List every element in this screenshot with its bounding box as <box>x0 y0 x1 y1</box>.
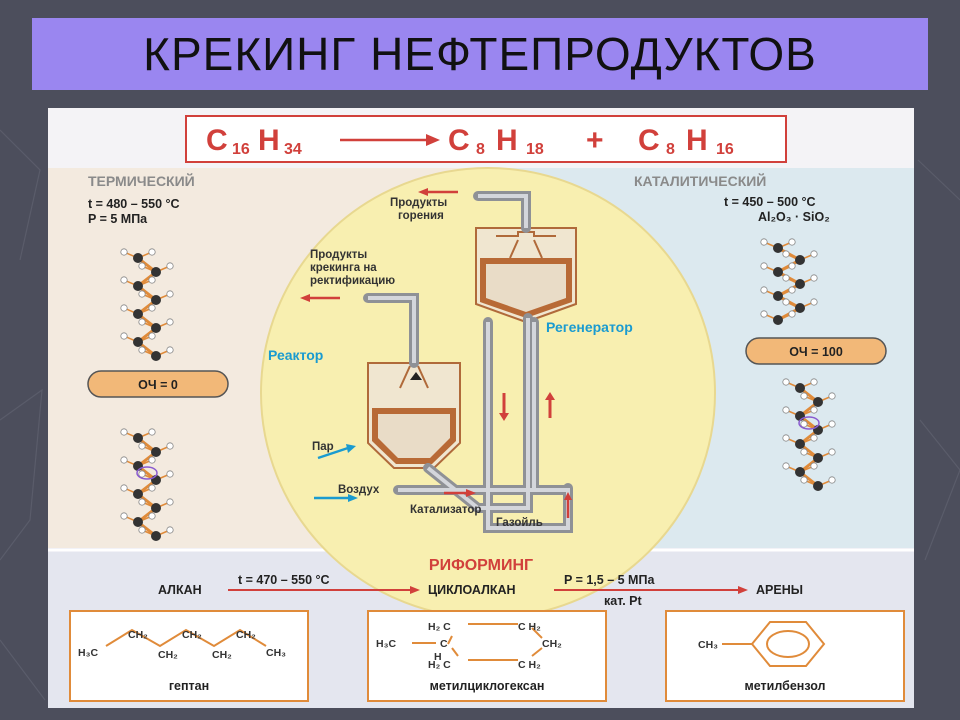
eq-reactant-sub2: 34 <box>284 141 302 158</box>
mch-h3c: H₃C <box>376 638 396 650</box>
octane-thermal: ОЧ = 0 <box>138 378 178 392</box>
methylcyclohexane-box <box>367 610 607 702</box>
heptane-name: гептан <box>169 679 209 693</box>
heptane-ch2-1: CH₂ <box>128 629 148 641</box>
mch-h2c-bottom: H₂ C <box>428 659 451 671</box>
reform-cond-2: P = 1,5 – 5 МПа <box>564 573 655 587</box>
diagram-panel: C 16 H 34 C 8 H 18 + C 8 H 16 ТЕРМИЧЕСКИ… <box>48 108 914 708</box>
heptane-ch2-3: CH₂ <box>182 629 202 641</box>
benzene-ring <box>750 621 826 667</box>
combustion-label-2: горения <box>398 210 444 222</box>
eq-reactant-c: C <box>206 124 228 157</box>
reform-cond-1: t = 470 – 550 °C <box>238 573 330 587</box>
slide-title: КРЕКИНГ НЕФТЕПРОДУКТОВ <box>143 28 817 80</box>
mch-h2c-top: H₂ C <box>428 621 451 633</box>
alkane-molecule-left-top <box>120 248 174 361</box>
products-label-1: Продукты <box>310 249 367 261</box>
toluene-ch3: CH₃ <box>698 639 718 651</box>
mch-ch2-right: CH₂ <box>542 638 562 650</box>
thermal-temp: t = 480 – 550 °C <box>88 197 180 211</box>
alkane-label: АЛКАН <box>158 583 202 597</box>
title-bar: КРЕКИНГ НЕФТЕПРОДУКТОВ <box>32 18 928 90</box>
gasoil-label: Газойль <box>496 517 543 529</box>
octane-pill-thermal <box>87 370 229 398</box>
reactor-label: Реактор <box>268 347 323 363</box>
eq-reactant-h: H <box>258 124 280 157</box>
eq-p2-sub2: 16 <box>716 141 734 158</box>
thermal-heading: ТЕРМИЧЕСКИЙ <box>88 172 195 189</box>
reform-cond-3: кат. Pt <box>604 594 643 608</box>
cracking-diagram: C 16 H 34 C 8 H 18 + C 8 H 16 ТЕРМИЧЕСКИ… <box>48 108 914 708</box>
branched-molecule-right-top <box>760 238 818 325</box>
equation-box <box>185 115 787 163</box>
octane-pill-catalytic <box>745 337 887 365</box>
heptane-ch3: CH₃ <box>266 647 286 659</box>
steam-arrow <box>317 446 349 460</box>
heptane-ch2-4: CH₂ <box>212 649 232 661</box>
mch-c: C <box>440 638 448 650</box>
heptane-ch2-2: CH₂ <box>158 649 178 661</box>
regenerator-label: Регенератор <box>546 319 633 335</box>
heptane-h3c: H₃C <box>78 647 98 659</box>
eq-arrow-head <box>426 134 440 146</box>
air-label: Воздух <box>338 484 380 496</box>
eq-p1-sub2: 18 <box>526 141 544 158</box>
thermal-pressure: P = 5 МПа <box>88 212 148 226</box>
mch-ch2-top: C H₂ <box>518 621 541 633</box>
products-label-2: крекинга на <box>310 262 377 274</box>
catalytic-heading: КАТАЛИТИЧЕСКИЙ <box>634 172 766 189</box>
eq-p2-sub1: 8 <box>666 141 675 158</box>
combustion-label-1: Продукты <box>390 197 447 209</box>
catalytic-catalyst: Al₂O₃ · SiO₂ <box>758 210 830 224</box>
heptane-ch2-5: CH₂ <box>236 629 256 641</box>
toluene-name: метилбензол <box>744 679 825 693</box>
eq-p2-h: H <box>686 124 708 157</box>
eq-p1-h: H <box>496 124 518 157</box>
regenerator-vessel <box>475 227 577 324</box>
catalytic-temp: t = 450 – 500 °C <box>724 195 816 209</box>
mch-h: H <box>434 651 442 663</box>
products-label-3: ректификацию <box>310 275 395 287</box>
alkene-molecule-left-bottom <box>120 428 174 541</box>
heptane-box <box>69 610 309 702</box>
alkene-molecule-right-bottom <box>782 378 836 491</box>
mch-name: метилциклогексан <box>430 679 545 693</box>
eq-p1-c: C <box>448 124 470 157</box>
arenes-label: АРЕНЫ <box>756 583 803 597</box>
steam-label: Пар <box>312 441 334 453</box>
cycloalkane-label: ЦИКЛОАЛКАН <box>428 583 516 597</box>
octane-catalytic: ОЧ = 100 <box>789 345 843 359</box>
catalyst-label: Катализатор <box>410 504 481 516</box>
mch-ch2-bottom: C H₂ <box>518 659 541 671</box>
eq-plus: + <box>586 124 604 157</box>
reforming-heading: РИФОРМИНГ <box>429 557 533 574</box>
eq-reactant-sub1: 16 <box>232 141 250 158</box>
eq-p1-sub1: 8 <box>476 141 485 158</box>
reactor-vessel <box>367 362 461 469</box>
eq-p2-c: C <box>638 124 660 157</box>
